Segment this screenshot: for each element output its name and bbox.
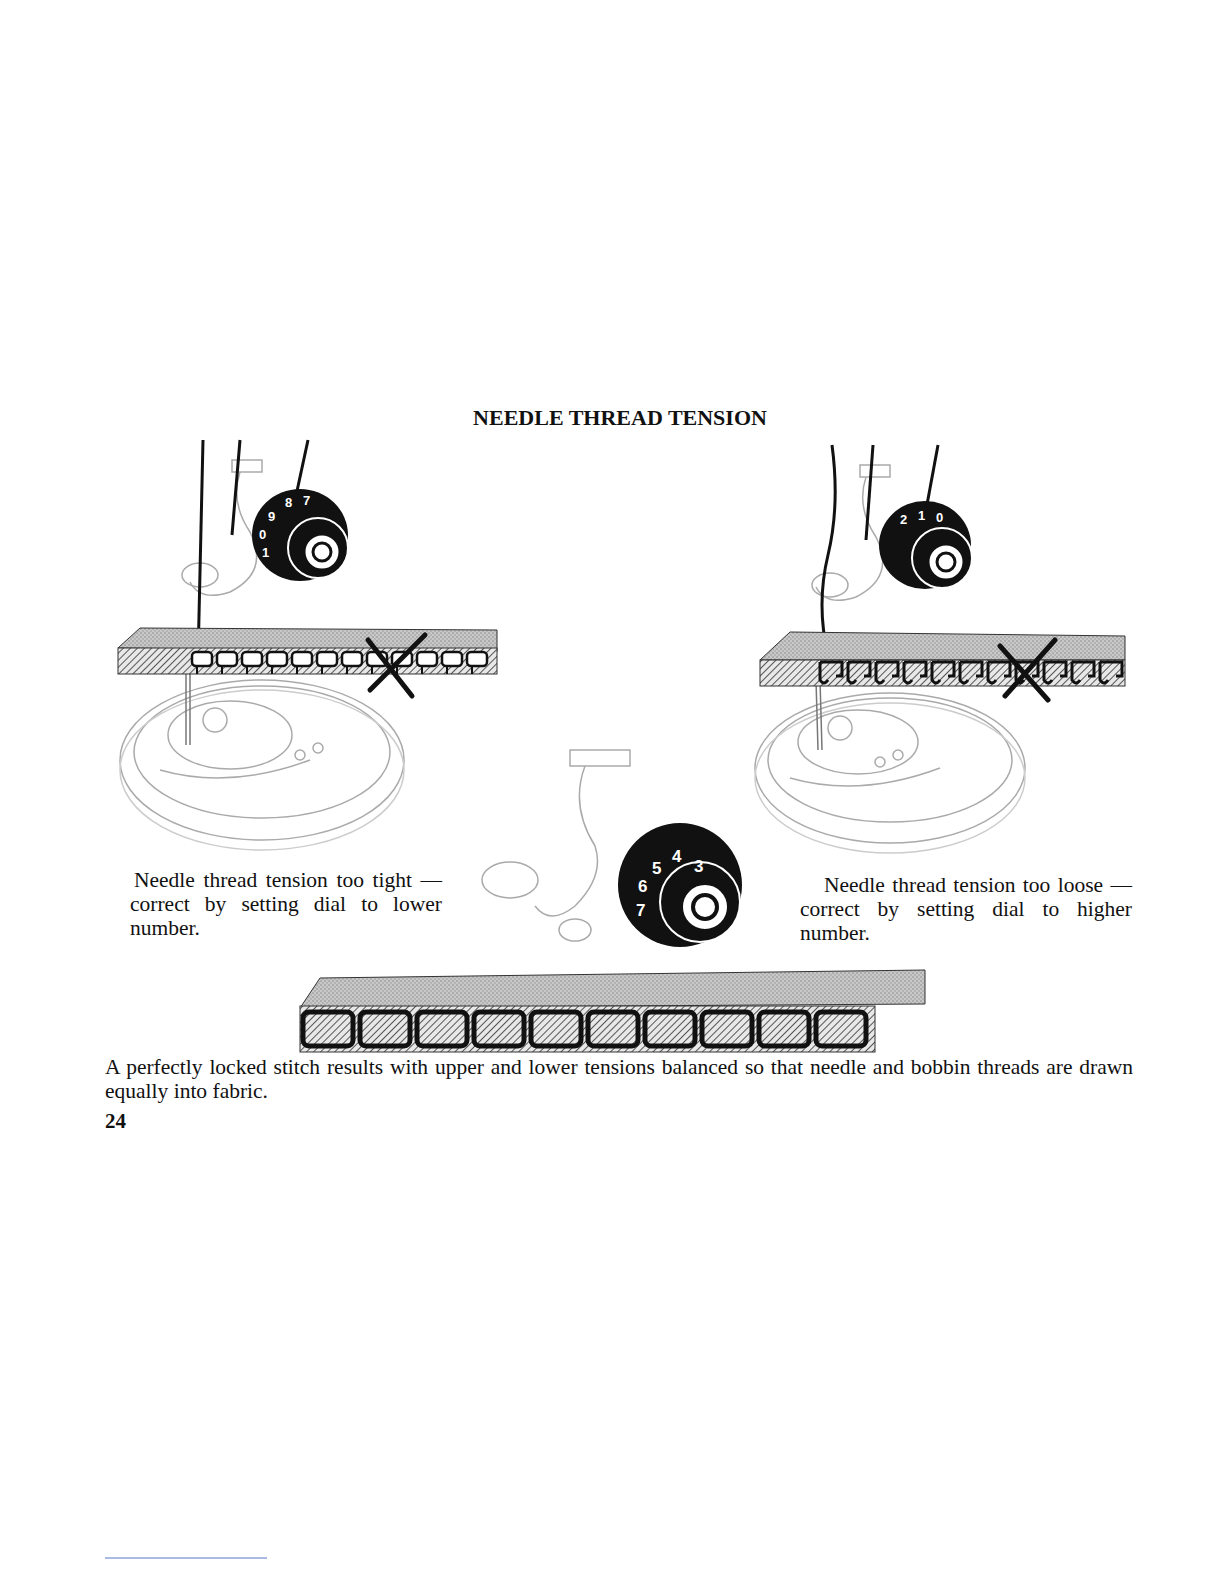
stitch bbox=[1044, 662, 1066, 683]
stitch bbox=[342, 652, 362, 666]
page-number: 24 bbox=[105, 1110, 126, 1134]
dial-number: 4 bbox=[672, 848, 681, 865]
stitch bbox=[309, 1018, 347, 1028]
stitch bbox=[221, 666, 223, 674]
stitch bbox=[242, 652, 262, 666]
warning-note: Needle thread tension too loose — correc… bbox=[800, 873, 1132, 945]
stitch bbox=[267, 652, 287, 666]
stitch bbox=[442, 652, 462, 666]
dial-number: 7 bbox=[303, 494, 310, 507]
stitch bbox=[246, 666, 248, 674]
stitch bbox=[417, 652, 437, 666]
stitch bbox=[988, 662, 1010, 683]
stitch bbox=[480, 1018, 518, 1028]
stitch bbox=[346, 666, 348, 674]
stitch bbox=[1072, 662, 1094, 683]
bobbin-hook bbox=[755, 693, 1025, 853]
stitch bbox=[271, 666, 273, 674]
stitch bbox=[292, 652, 312, 666]
stitch bbox=[371, 666, 373, 674]
dial-number: 8 bbox=[285, 496, 292, 509]
stitch bbox=[820, 662, 842, 683]
stitch bbox=[321, 666, 323, 674]
stitch bbox=[588, 1012, 638, 1046]
dial-number: 3 bbox=[694, 858, 703, 875]
dial-number: 9 bbox=[268, 510, 275, 523]
stitch bbox=[960, 662, 982, 683]
stitch bbox=[303, 1012, 353, 1046]
stitch bbox=[417, 1012, 467, 1046]
stitch bbox=[594, 1018, 632, 1028]
stitch bbox=[467, 652, 487, 666]
stitch bbox=[471, 666, 473, 674]
stitch bbox=[360, 1012, 410, 1046]
dial-number: 1 bbox=[262, 546, 269, 559]
stitch bbox=[474, 1012, 524, 1046]
dial-number: 1 bbox=[918, 509, 925, 522]
stitch bbox=[317, 652, 337, 666]
stitch bbox=[446, 666, 448, 674]
stitch bbox=[822, 1018, 860, 1028]
stitch bbox=[296, 666, 298, 674]
wrong-mark bbox=[368, 635, 1055, 700]
rule bbox=[105, 1558, 267, 1559]
tension-assembly bbox=[482, 750, 742, 947]
bobbin-hook bbox=[120, 680, 404, 850]
warning-note: Needle thread tension too tight — correc… bbox=[130, 868, 442, 940]
stitch bbox=[932, 662, 954, 683]
stitch bbox=[759, 1012, 809, 1046]
dial-number: 2 bbox=[900, 513, 907, 526]
stitch bbox=[421, 666, 423, 674]
dial-number: 0 bbox=[936, 511, 943, 524]
page-title: NEEDLE THREAD TENSION bbox=[0, 406, 1224, 431]
stitch bbox=[196, 666, 198, 674]
tension-assembly bbox=[812, 445, 972, 750]
stitch bbox=[217, 652, 237, 666]
stitch bbox=[848, 662, 870, 683]
dial-number: 0 bbox=[259, 528, 266, 541]
stitch bbox=[531, 1012, 581, 1046]
stitch bbox=[708, 1018, 746, 1028]
stitch bbox=[876, 662, 898, 683]
dial-number: 5 bbox=[652, 860, 661, 877]
stitch bbox=[651, 1018, 689, 1028]
stitches bbox=[192, 652, 1122, 1046]
fabric bbox=[118, 628, 1125, 1052]
stitch bbox=[423, 1018, 461, 1028]
stitch bbox=[702, 1012, 752, 1046]
stitch bbox=[1100, 662, 1122, 683]
stitch bbox=[645, 1012, 695, 1046]
stitch bbox=[816, 1012, 866, 1046]
stitch bbox=[537, 1018, 575, 1028]
caption: A perfectly locked stitch results with u… bbox=[105, 1055, 1133, 1103]
stitch bbox=[192, 652, 212, 666]
dial-number: 7 bbox=[636, 902, 645, 919]
stitch bbox=[366, 1018, 404, 1028]
dial-number: 6 bbox=[638, 878, 647, 895]
tension-assembly bbox=[182, 440, 348, 745]
stitch bbox=[765, 1018, 803, 1028]
stitch bbox=[904, 662, 926, 683]
